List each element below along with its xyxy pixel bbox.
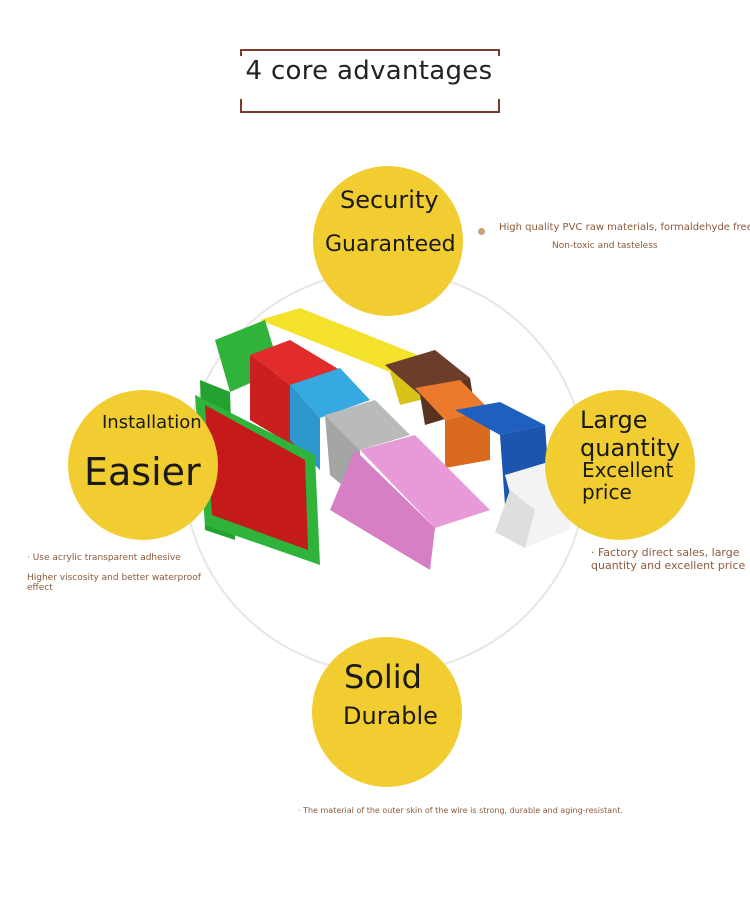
large-note-1: · Factory direct sales, large <box>591 546 740 559</box>
installation-heading-line1: Installation <box>102 412 202 433</box>
solid-badge <box>312 637 462 787</box>
large-heading-line1: Large <box>580 406 648 434</box>
security-heading-line1: Security <box>340 186 439 214</box>
solid-heading-line2: Durable <box>343 702 438 730</box>
corner-guard-product-image <box>195 308 570 570</box>
page-title: 4 core advantages <box>234 56 504 86</box>
installation-badge <box>68 390 218 540</box>
large-heading-line4: price <box>582 480 632 504</box>
solid-heading-line1: Solid <box>344 658 422 696</box>
security-badge <box>313 166 463 316</box>
installation-heading-line2: Easier <box>84 450 201 494</box>
installation-note-2: Higher viscosity and better waterproof <box>27 573 201 583</box>
security-note-2: Non-toxic and tasteless <box>552 241 658 251</box>
solid-note-1: · The material of the outer skin of the … <box>298 806 623 815</box>
security-heading-line2: Guaranteed <box>325 232 456 257</box>
installation-note-3: effect <box>27 583 53 593</box>
bullet-dot <box>478 228 485 235</box>
security-note-1: High quality PVC raw materials, formalde… <box>499 222 750 233</box>
large-heading-line2: quantity <box>580 434 681 462</box>
large-heading-line3: Excellent <box>582 458 674 482</box>
installation-note-1: · Use acrylic transparent adhesive <box>27 553 181 563</box>
large-note-2: quantity and excellent price <box>591 559 746 572</box>
large-quantity-badge <box>545 390 695 540</box>
